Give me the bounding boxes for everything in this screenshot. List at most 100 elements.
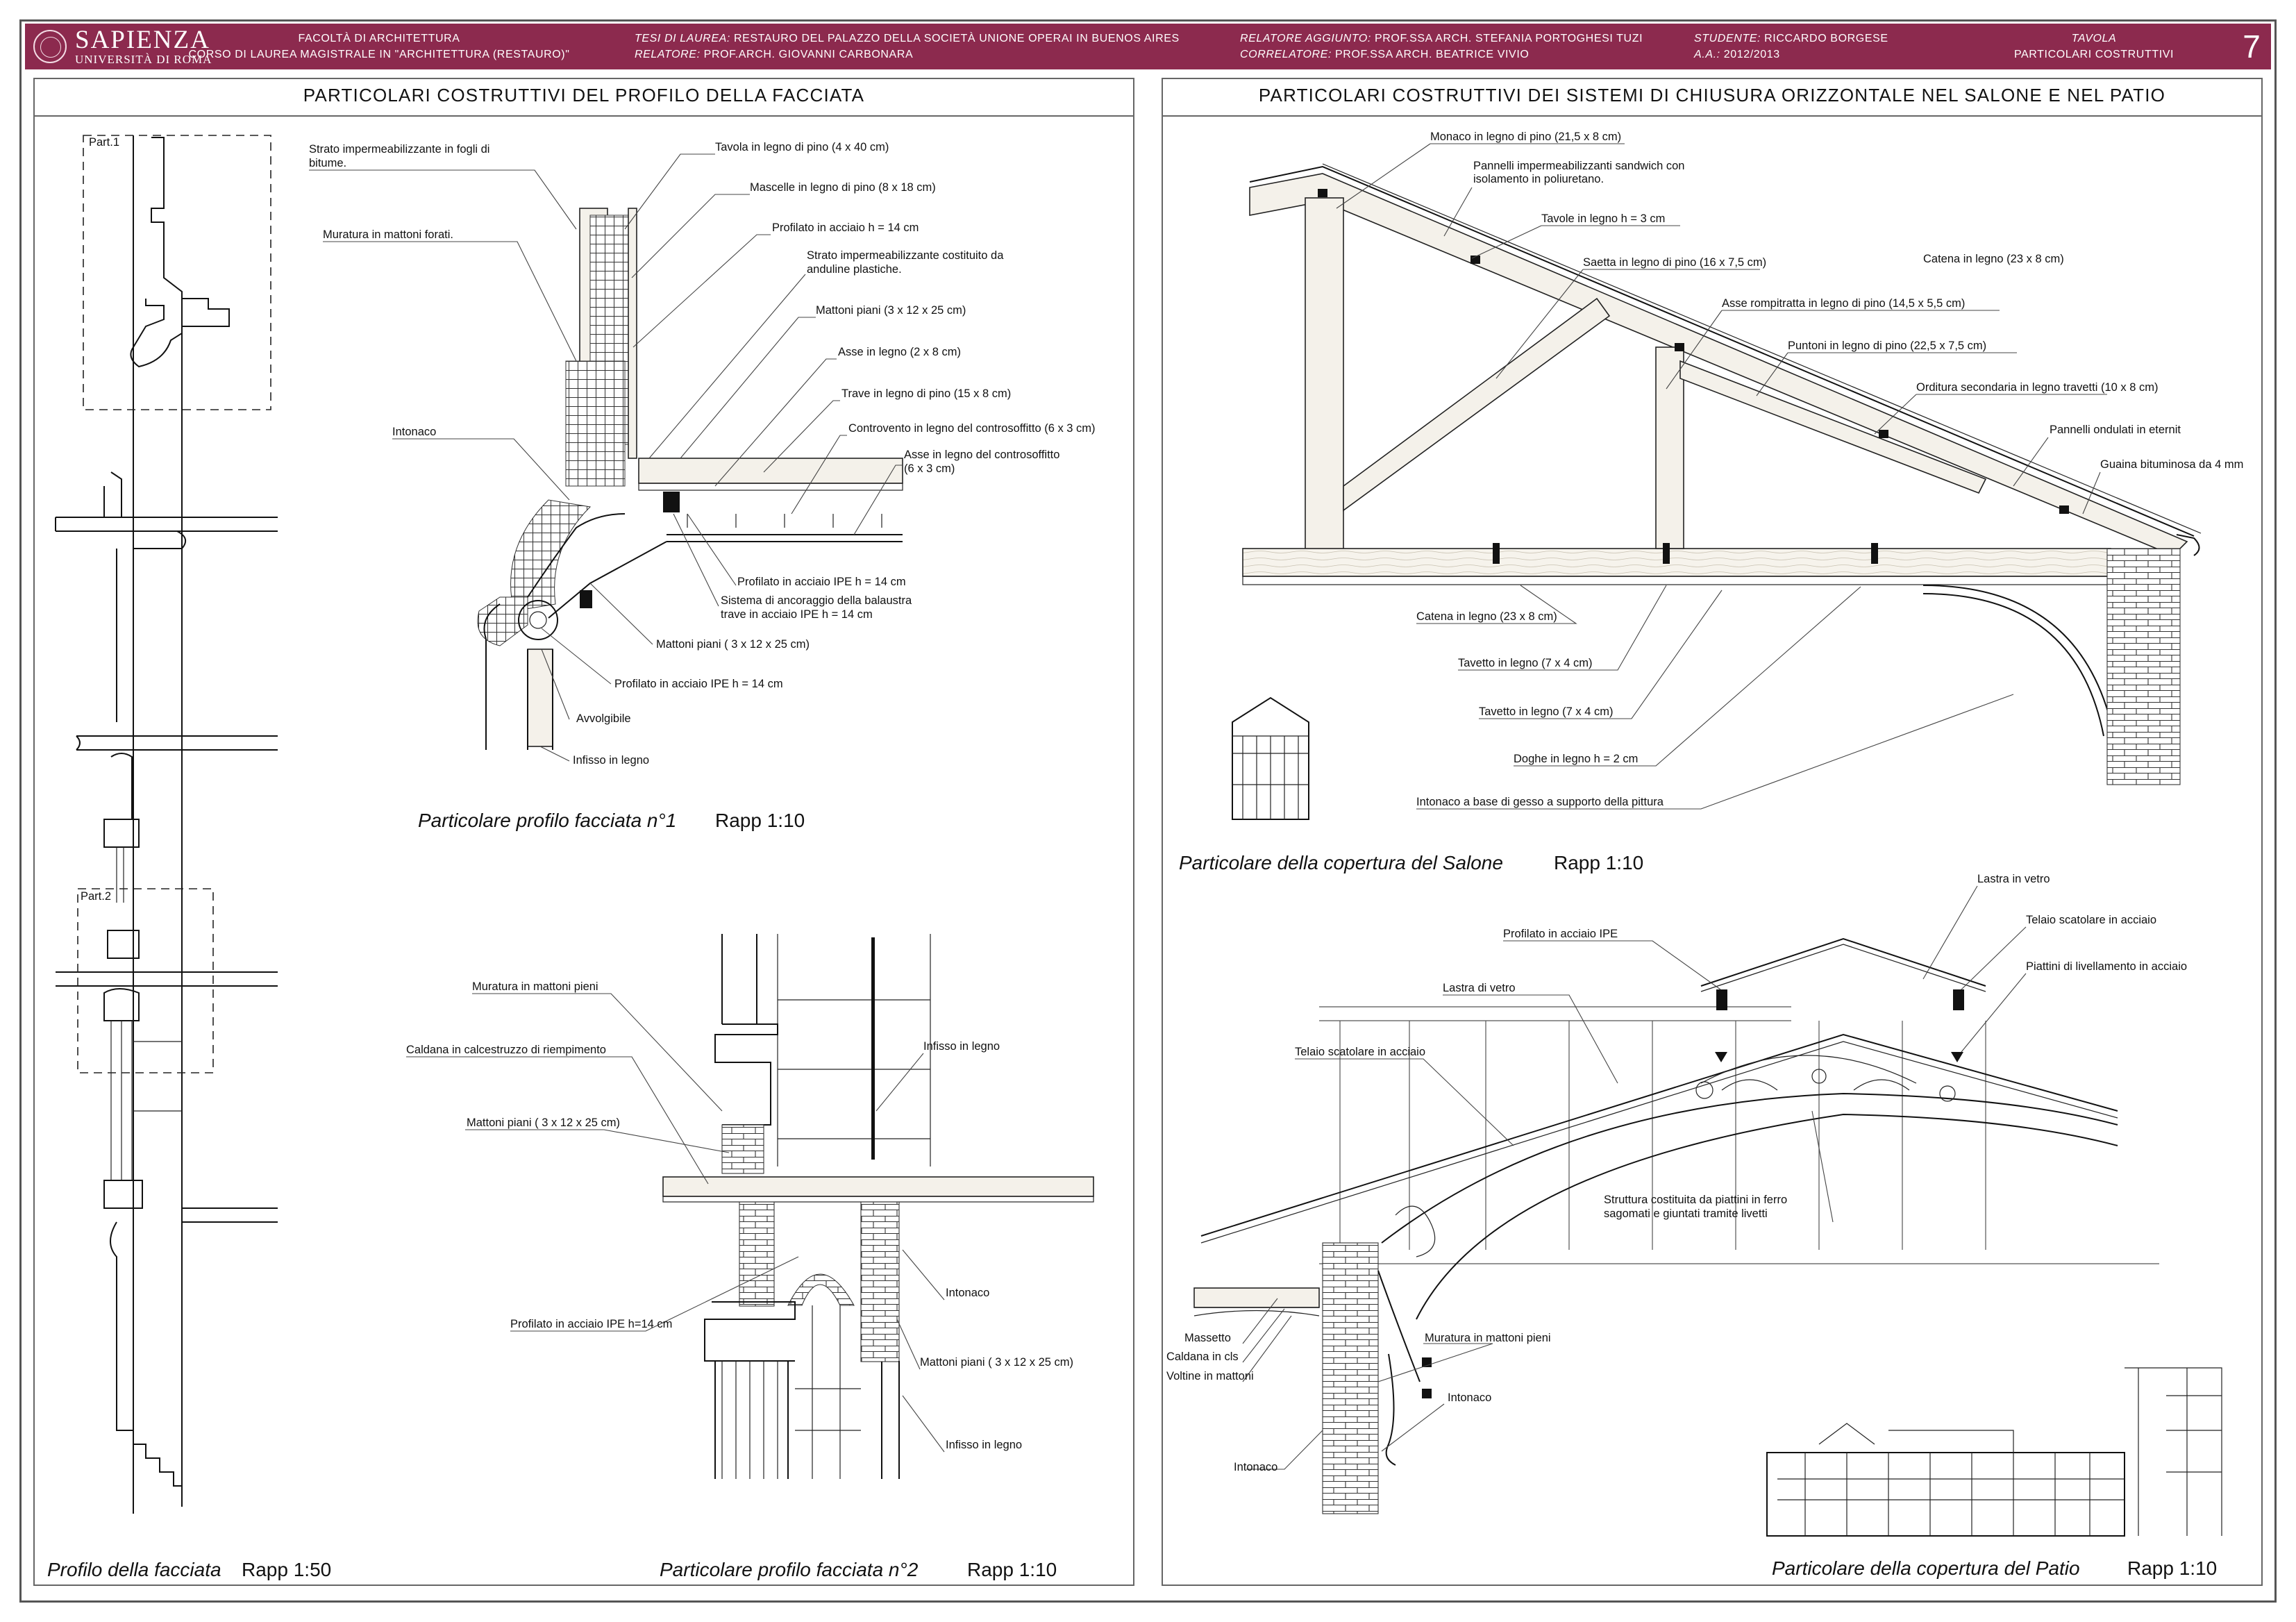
sandwich-panel-line bbox=[1322, 163, 2202, 534]
patio-annotations: Lastra in vetro Profilato in acciaio IPE… bbox=[1166, 873, 2187, 1473]
column-base-2 bbox=[103, 1180, 143, 1209]
salone-brick-wall bbox=[2106, 548, 2181, 785]
lower-jamb bbox=[881, 1361, 900, 1479]
svg-text:Struttura costituita da piatti: Struttura costituita da piattini in ferr… bbox=[1604, 1194, 1787, 1206]
floor-slab-2 bbox=[182, 735, 278, 751]
roller-shutter-icon bbox=[518, 600, 558, 640]
university-logo: SAPIENZA UNIVERSITÀ DI ROMA bbox=[75, 27, 212, 66]
console-torus bbox=[477, 596, 528, 646]
faculty-block: FACOLTÀ DI ARCHITETTURA CORSO DI LAUREA … bbox=[189, 24, 569, 69]
svg-text:Muratura in mattoni pieni: Muratura in mattoni pieni bbox=[472, 980, 598, 993]
brick-arch bbox=[787, 1273, 855, 1306]
svg-text:Strato impermeabilizzante cost: Strato impermeabilizzante costituito da bbox=[807, 249, 1004, 262]
faculty-name: FACOLTÀ DI ARCHITETTURA bbox=[298, 33, 460, 44]
tesi-label: TESI DI LAUREA: bbox=[635, 33, 730, 44]
svg-text:Puntoni in legno di pino (22,: Puntoni in legno di pino (22,5 x 7,5 cm) bbox=[1788, 340, 1986, 352]
svg-text:sagomati e giuntati tramite li: sagomati e giuntati tramite livetti bbox=[1604, 1207, 1768, 1220]
brick-console bbox=[510, 499, 592, 612]
balcony-balustrade-1 bbox=[103, 471, 122, 517]
column-shaft-1 bbox=[116, 847, 124, 903]
aa-label: A.A.: bbox=[1694, 49, 1720, 60]
straining-beam bbox=[1679, 360, 1987, 494]
window-frame-lines bbox=[777, 934, 931, 1167]
wall-bracket bbox=[1377, 1270, 1421, 1466]
svg-text:Intonaco: Intonaco bbox=[1448, 1391, 1491, 1404]
ipe-post-left bbox=[1716, 989, 1727, 1010]
svg-text:Infisso in legno: Infisso in legno bbox=[946, 1439, 1022, 1451]
left-panel-title-rule bbox=[35, 115, 1133, 117]
king-post-monaco bbox=[1305, 197, 1344, 567]
advisors-block: RELATORE AGGIUNTO: PROF.SSA ARCH. STEFAN… bbox=[1240, 24, 1712, 69]
svg-text:Orditura secondaria in legno: Orditura secondaria in legno travetti (1… bbox=[1916, 381, 2159, 394]
cornice-molding bbox=[714, 1023, 778, 1126]
patio-brick-wall bbox=[1322, 1242, 1379, 1514]
svg-text:Voltine in mattoni: Voltine in mattoni bbox=[1166, 1370, 1254, 1382]
svg-text:Pannelli impermeabilizzanti sa: Pannelli impermeabilizzanti sandwich con bbox=[1473, 160, 1685, 172]
ceiling-battens bbox=[687, 514, 882, 528]
rafter-puntone bbox=[1249, 173, 2188, 556]
svg-text:Intonaco: Intonaco bbox=[392, 426, 436, 438]
rel-agg-value: PROF.SSA ARCH. STEFANIA PORTOGHESI TUZI bbox=[1374, 33, 1643, 44]
base-plinth-profile bbox=[110, 1221, 183, 1507]
svg-text:Controvento in legno del contr: Controvento in legno del controsoffitto … bbox=[848, 422, 1096, 435]
column-capital-2 bbox=[704, 1301, 796, 1362]
salone-roof-drawing bbox=[1232, 163, 2202, 820]
svg-text:Tavetto in legno (7 x 4 cm): Tavetto in legno (7 x 4 cm) bbox=[1479, 705, 1614, 718]
false-ceiling-slope bbox=[548, 541, 667, 619]
university-seal-icon bbox=[33, 30, 67, 63]
svg-text:Doghe in legno h = 2 cm: Doghe in legno h = 2 cm bbox=[1514, 753, 1638, 765]
tesi-value: RESTAURO DEL PALAZZO DELLA SOCIETÀ UNION… bbox=[733, 33, 1180, 44]
svg-text:anduline plastiche.: anduline plastiche. bbox=[807, 263, 902, 276]
salone-key-elevation bbox=[1232, 696, 1309, 820]
svg-text:Caldana in calcestruzzo di rie: Caldana in calcestruzzo di riempimento bbox=[406, 1044, 606, 1056]
gutter bbox=[2176, 534, 2200, 556]
floor-slab-3 bbox=[56, 971, 278, 987]
svg-text:Lastra di vetro: Lastra di vetro bbox=[1443, 982, 1516, 994]
facade-profile-drawing: Part.1 Part.2 bbox=[55, 135, 278, 1514]
hollow-brick-core bbox=[565, 360, 626, 487]
column-fluting bbox=[721, 1361, 778, 1479]
correlatore-value: PROF.SSA ARCH. BEATRICE VIVIO bbox=[1335, 49, 1530, 60]
svg-text:(6 x 3 cm): (6 x 3 cm) bbox=[904, 462, 955, 475]
svg-text:Tavole in legno h = 3 cm: Tavole in legno h = 3 cm bbox=[1541, 212, 1665, 225]
svg-text:Intonaco: Intonaco bbox=[1234, 1461, 1277, 1473]
course-name: CORSO DI LAUREA MAGISTRALE IN "ARCHITETT… bbox=[188, 49, 570, 60]
svg-text:Mattoni piani ( 3 x 12 x 25 cm: Mattoni piani ( 3 x 12 x 25 cm) bbox=[920, 1356, 1073, 1369]
column-shaft bbox=[714, 1361, 789, 1479]
patio-floor-screed bbox=[1193, 1287, 1320, 1308]
svg-text:Sistema di ancoraggio della ba: Sistema di ancoraggio della balaustra bbox=[721, 594, 912, 607]
svg-text:Piattini di livellamento in ac: Piattini di livellamento in acciaio bbox=[2026, 960, 2187, 973]
svg-text:Infisso in legno: Infisso in legno bbox=[923, 1040, 1000, 1053]
part-1-label: Part.1 bbox=[89, 136, 119, 149]
svg-text:Tavetto in legno (7 x 4 cm): Tavetto in legno (7 x 4 cm) bbox=[1458, 657, 1593, 669]
solid-brick-pier-left bbox=[739, 1201, 775, 1307]
column-base-1 bbox=[107, 930, 140, 959]
interior-lines bbox=[133, 1041, 182, 1112]
correlatore-label: CORRELATORE: bbox=[1240, 49, 1332, 60]
cornice-2 bbox=[76, 735, 182, 751]
queen-post bbox=[1655, 346, 1684, 549]
solid-brick-pier-right bbox=[860, 1201, 900, 1362]
plaster-profile bbox=[483, 513, 626, 639]
window-rod bbox=[871, 937, 875, 1160]
patio-roof-drawing bbox=[1193, 937, 2222, 1537]
relatore-label: RELATORE: bbox=[635, 49, 701, 60]
svg-text:Asse rompitratta in legno di p: Asse rompitratta in legno di pino (14,5 … bbox=[1722, 297, 1965, 310]
svg-text:Asse in legno del controsoffit: Asse in legno del controsoffitto bbox=[904, 449, 1059, 461]
wooden-window-frame bbox=[527, 649, 553, 747]
svg-text:Mattoni piani ( 3 x 12 x 25 cm: Mattoni piani ( 3 x 12 x 25 cm) bbox=[467, 1117, 620, 1129]
svg-text:Catena in legno (23 x 8 cm): Catena in legno (23 x 8 cm) bbox=[1923, 253, 2064, 265]
salone-scale: Rapp 1:10 bbox=[1554, 852, 1643, 873]
studente-value: RICCARDO BORGESE bbox=[1764, 33, 1888, 44]
svg-text:Telaio scatolare in acciaio: Telaio scatolare in acciaio bbox=[2026, 914, 2156, 926]
detail-1-annotations: Strato impermeabilizzante in fogli di bi… bbox=[309, 141, 1096, 767]
background-glazing bbox=[1319, 1006, 1986, 1250]
ipe-profile-2 bbox=[580, 590, 592, 608]
ipe-profile-1 bbox=[663, 492, 680, 512]
logo-subtitle: UNIVERSITÀ DI ROMA bbox=[75, 53, 212, 66]
ornamental-scrolls bbox=[1700, 1055, 1917, 1091]
svg-text:Monaco in legno di pino (21,5: Monaco in legno di pino (21,5 x 8 cm) bbox=[1430, 131, 1621, 143]
lower-window-frame bbox=[795, 1305, 861, 1479]
salone-caption: Particolare della copertura del Salone bbox=[1179, 852, 1503, 873]
